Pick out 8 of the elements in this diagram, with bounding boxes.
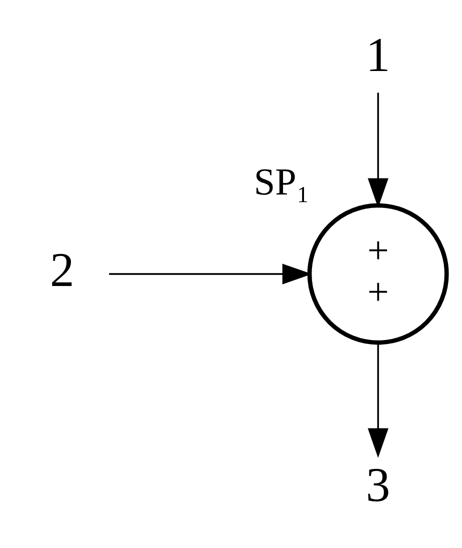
node-circle: + + [307, 203, 449, 345]
arrow [368, 92, 388, 208]
node-text: 2 [50, 242, 74, 297]
arrow [109, 264, 312, 284]
arrow [368, 342, 388, 458]
node-label: SP₁ [254, 161, 310, 204]
node-text: 1 [366, 28, 390, 82]
node-text: 3 [366, 458, 390, 512]
